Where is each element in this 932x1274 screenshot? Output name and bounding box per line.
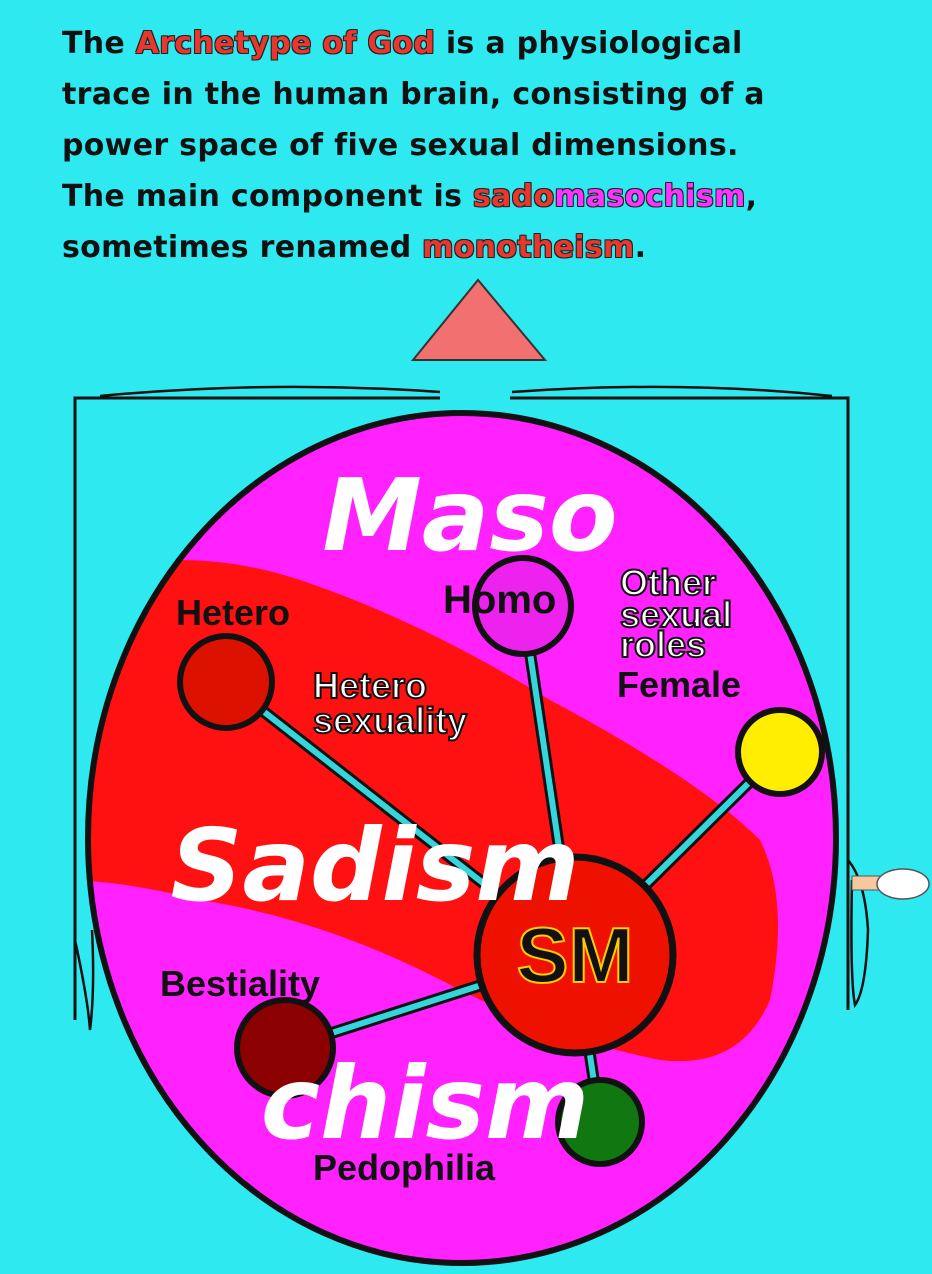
pointer-tip — [877, 869, 929, 899]
sadism-label: Sadism — [170, 807, 579, 924]
chism-label: chism — [261, 1045, 589, 1162]
left-ear — [75, 930, 93, 1030]
hetero-label: Hetero — [176, 592, 290, 633]
pedophilia-label: Pedophilia — [313, 1147, 496, 1188]
maso-label: Maso — [322, 457, 617, 574]
sm-label: SM — [517, 911, 634, 999]
female-label: Female — [617, 664, 741, 705]
other-label-line-3: roles — [620, 624, 706, 665]
hetero-node — [180, 636, 272, 728]
bestiality-label: Bestiality — [160, 963, 320, 1004]
frame-arc-left — [100, 387, 440, 396]
homo-label: Homo — [443, 578, 556, 622]
triangle-marker — [413, 280, 545, 360]
heterosexuality-label-line-2: sexuality — [313, 700, 467, 741]
frame-arc-right — [512, 387, 832, 396]
female-node — [738, 710, 822, 794]
